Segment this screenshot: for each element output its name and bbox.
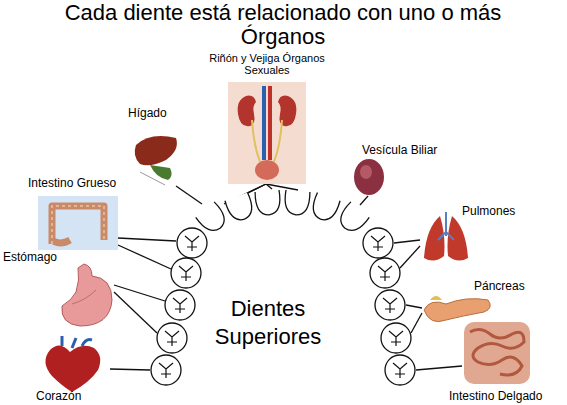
tooth [151,355,181,385]
organ-label: Intestino Grueso [28,176,116,190]
tooth [165,290,195,320]
stomach-illustration [62,264,112,326]
organ-label: Vesícula Biliar [362,143,437,157]
tooth [370,258,400,288]
lungs-illustration [424,212,468,261]
tooth [177,228,207,258]
tooth [363,228,393,258]
tooth [284,190,310,216]
title: Cada diente está relacionado con uno o m… [48,1,518,49]
tooth [255,190,281,216]
organ-label: Páncreas [474,279,525,293]
tooth [381,323,411,353]
upper-teeth [151,190,415,385]
leader-lines [110,184,462,370]
tooth [157,323,187,353]
tooth [335,202,369,236]
liver-illustration [135,136,177,185]
center-label: Dientes Superiores [196,295,340,351]
heart-illustration [45,336,100,392]
organ-label: Estómago [3,250,57,264]
organ-label: Pulmones [462,204,515,218]
tooth [171,258,201,288]
tooth [375,290,405,320]
tooth [309,192,340,223]
kidney-illustration [228,82,306,184]
tooth [225,192,256,223]
organ-label: Corazón [36,389,81,403]
colon-illustration [38,196,118,250]
small-intestine-illustration [464,322,530,384]
pancreas-illustration [424,296,490,322]
organ-label: Intestino Delgado [449,389,542,403]
organ-label: Hígado [128,106,167,120]
tooth [385,355,415,385]
organ-label: Riñón y Vejiga Órganos Sexuales [207,52,327,76]
gallbladder-illustration [354,159,384,195]
